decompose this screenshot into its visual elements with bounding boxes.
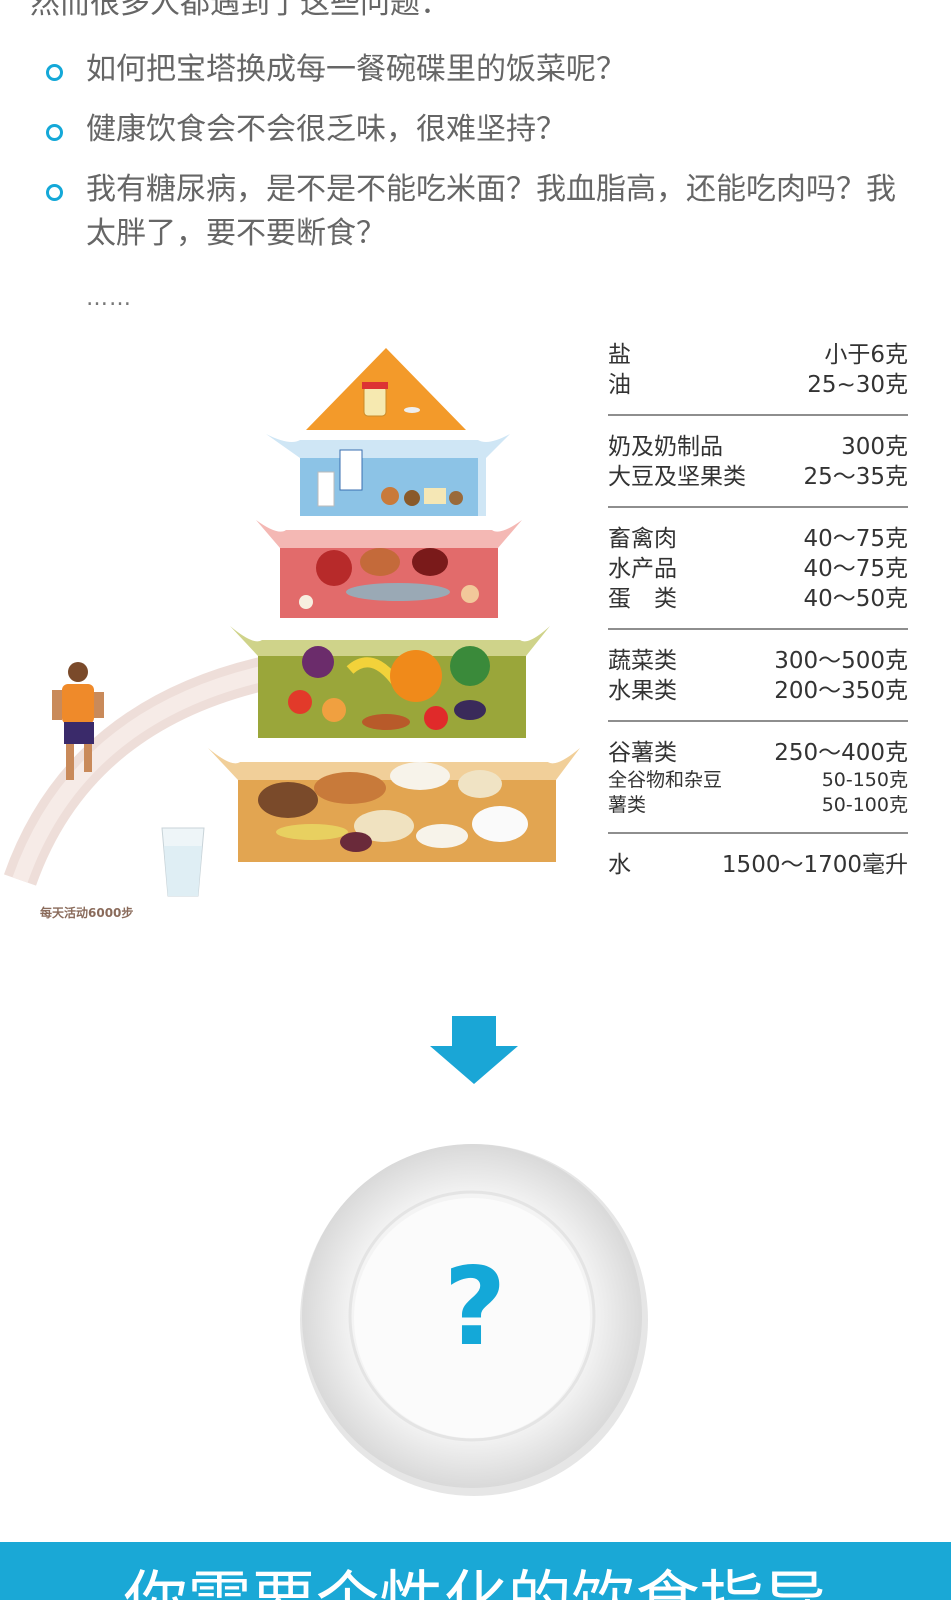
partial-heading: 然而很多人都遇到了这些问题： — [30, 0, 450, 21]
ellipsis: …… — [86, 286, 132, 311]
pyramid-tier-meat — [256, 520, 522, 618]
question-item: 我有糖尿病，是不是不能吃米面？我血脂高，还能吃肉吗？我太胖了，要不要断食？ — [44, 168, 904, 256]
bullet-circle-icon — [46, 184, 63, 201]
activity-label: 每天活动6000步 — [40, 906, 134, 920]
banner-text: 你需要个性化的饮食指导 — [0, 1570, 951, 1600]
bullet-circle-icon — [46, 124, 63, 141]
pyramid-tier-dairy — [266, 434, 510, 516]
question-text: 健康饮食会不会很乏味，很难坚持？ — [86, 112, 566, 147]
pyramid-tier-oil-salt — [306, 348, 466, 430]
question-item: 如何把宝塔换成每一餐碗碟里的饭菜呢？ — [44, 48, 904, 92]
question-text: 我有糖尿病，是不是不能吃米面？我血脂高，还能吃肉吗？我太胖了，要不要断食？ — [86, 172, 896, 251]
question-mark-icon: ? — [443, 1245, 507, 1370]
runner-figure — [52, 662, 104, 780]
empty-plate — [300, 1144, 648, 1496]
question-text: 如何把宝塔换成每一餐碗碟里的饭菜呢？ — [86, 52, 626, 87]
food-pyramid-illustration — [3, 348, 580, 897]
question-list: 如何把宝塔换成每一餐碗碟里的饭菜呢？ 健康饮食会不会很乏味，很难坚持？ 我有糖尿… — [44, 48, 904, 272]
food-pyramid: 每天活动6000步 — [0, 330, 600, 950]
intake-row: 盐小于6克 — [608, 342, 908, 368]
pyramid-tier-grain — [208, 748, 580, 862]
pyramid-tier-vegetable-fruit — [230, 626, 550, 738]
bullet-circle-icon — [46, 64, 63, 81]
bottom-banner: 你需要个性化的饮食指导 — [0, 1542, 951, 1600]
water-glass — [161, 827, 205, 897]
arrow-down-icon — [430, 1016, 518, 1084]
question-item: 健康饮食会不会很乏味，很难坚持？ — [44, 108, 904, 152]
